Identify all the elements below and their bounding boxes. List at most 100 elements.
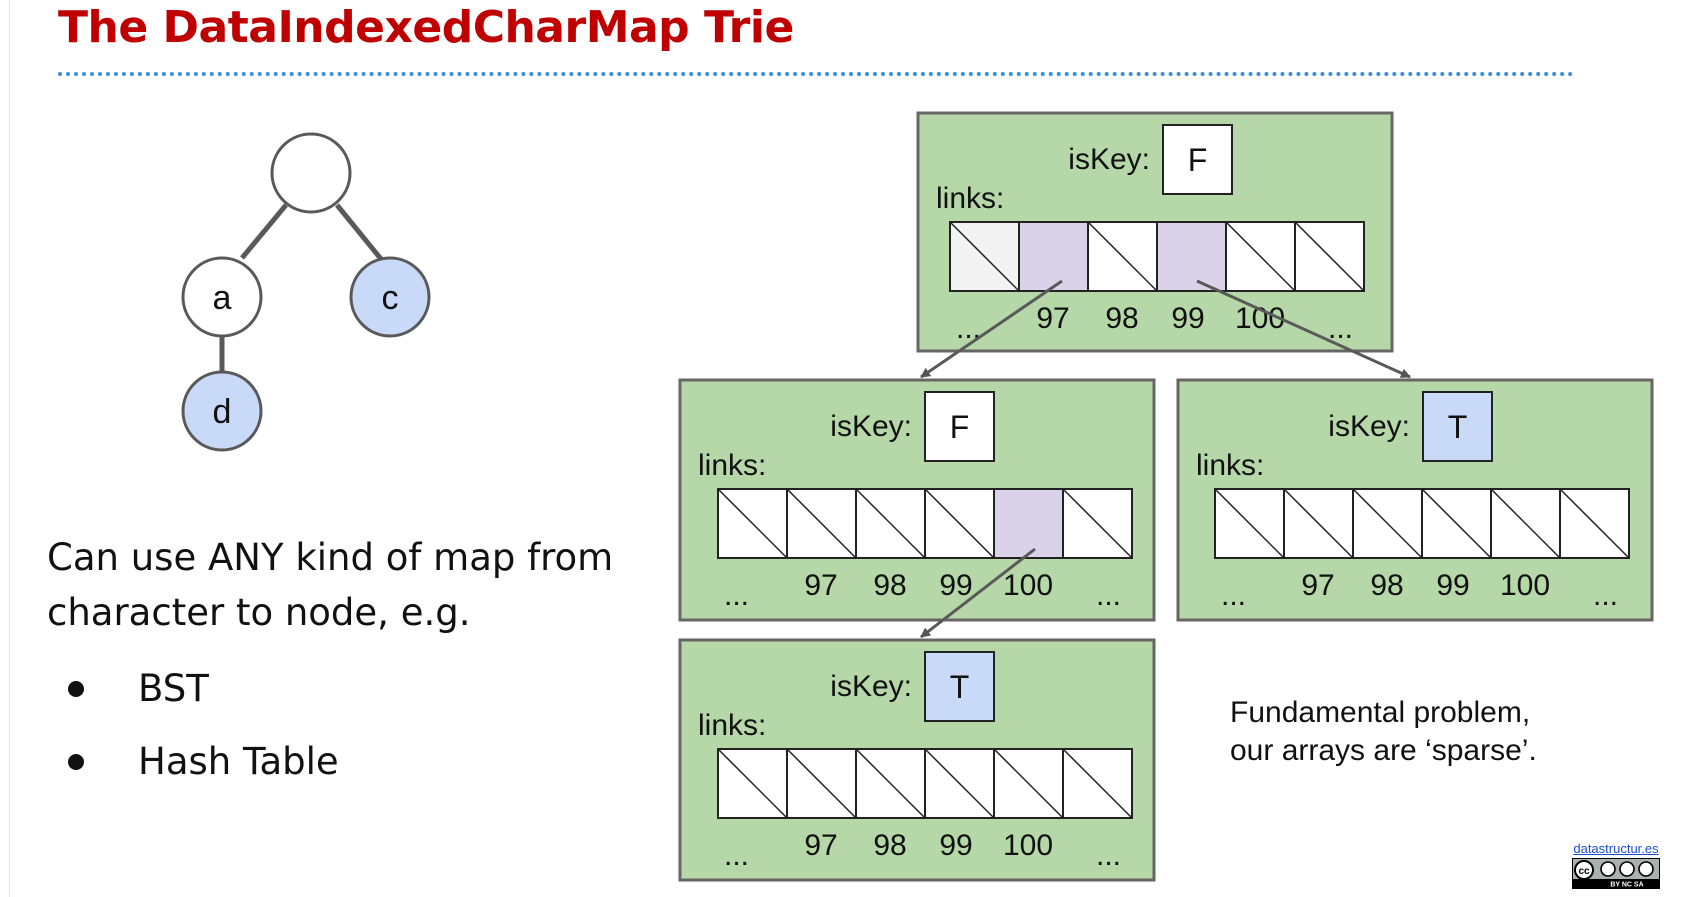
- link-index-label: 98: [1370, 569, 1403, 602]
- null-link-diagonal: [1283, 488, 1354, 559]
- null-link-diagonal: [949, 221, 1020, 292]
- null-link-diagonal: [717, 488, 788, 559]
- iskey-value: T: [1448, 409, 1468, 445]
- list-item: BST: [60, 652, 339, 725]
- caption-line-2: character to node, e.g.: [47, 591, 471, 634]
- slide-title: The DataIndexedCharMap Trie: [58, 2, 794, 53]
- link-index-label: ...: [1328, 312, 1353, 345]
- link-index-label: ...: [724, 579, 749, 612]
- null-link-diagonal: [924, 748, 995, 819]
- iskey-value-box: [924, 391, 995, 462]
- tree-node-c: [349, 256, 431, 338]
- bullet-dot: [68, 753, 84, 770]
- bullet-dot: [68, 680, 84, 697]
- tree-node-a: [181, 256, 263, 338]
- cc-license-icon: cc BY NC SA: [1572, 858, 1660, 889]
- svg-text:cc: cc: [1578, 866, 1590, 877]
- link-index-label: 100: [1500, 569, 1550, 602]
- credit-block: datastructur.es cc BY NC SA: [1572, 841, 1660, 889]
- bullet-text: BST: [138, 667, 209, 710]
- iskey-value: F: [950, 409, 970, 445]
- link-index-label: 98: [873, 569, 906, 602]
- map-options-list: BST Hash Table: [60, 652, 339, 798]
- tree-edge-root-c: [335, 203, 383, 261]
- null-link-diagonal: [1214, 488, 1285, 559]
- null-link-diagonal: [993, 748, 1064, 819]
- link-index-label: ...: [1593, 579, 1618, 612]
- tree-node-root: [270, 132, 352, 214]
- link-cell-set: [1156, 221, 1227, 292]
- iskey-label: isKey:: [1068, 143, 1150, 176]
- link-index-label: 100: [1003, 569, 1053, 602]
- null-link-diagonal: [855, 748, 926, 819]
- link-index-label: ...: [724, 839, 749, 872]
- link-arrows: [920, 279, 1411, 639]
- iskey-value: F: [1188, 142, 1208, 178]
- iskey-value-box: [1422, 391, 1493, 462]
- bullet-text: Hash Table: [138, 740, 339, 783]
- arrow-a-100-to-d: [920, 547, 1036, 639]
- cc-label: BY NC SA: [1610, 882, 1643, 889]
- null-link-diagonal: [1087, 221, 1158, 292]
- tree-node-c-label: c: [382, 279, 399, 317]
- link-index-label: 99: [1171, 302, 1204, 335]
- link-index-label: 99: [1436, 569, 1469, 602]
- link-cell-set: [993, 488, 1064, 559]
- arrow-top-97-to-a: [920, 279, 1063, 379]
- null-link-diagonal: [1062, 488, 1133, 559]
- link-index-label: ...: [1221, 579, 1246, 612]
- tree-edge-root-a: [240, 203, 288, 260]
- map-caption: Can use ANY kind of map from character t…: [47, 530, 613, 640]
- list-item: Hash Table: [60, 725, 339, 798]
- sparse-note: Fundamental problem, our arrays are ‘spa…: [1230, 694, 1537, 770]
- link-index-label: 97: [804, 829, 837, 862]
- link-cell-set: [1018, 221, 1089, 292]
- links-label: links:: [698, 449, 766, 482]
- iskey-label: isKey:: [830, 670, 912, 703]
- null-link-diagonal: [786, 748, 857, 819]
- credit-link[interactable]: datastructur.es: [1573, 841, 1659, 856]
- link-index-label: ...: [1096, 839, 1121, 872]
- slide-left-edge: [9, 0, 10, 897]
- link-index-label: 97: [1036, 302, 1069, 335]
- null-link-diagonal: [924, 488, 995, 559]
- null-link-diagonal: [786, 488, 857, 559]
- iskey-label: isKey:: [830, 410, 912, 443]
- tree-node-d-label: d: [213, 393, 232, 431]
- iskey-label: isKey:: [1328, 410, 1410, 443]
- tree-node-d: [181, 370, 263, 452]
- link-index-label: ...: [1096, 579, 1121, 612]
- link-index-label: 97: [804, 569, 837, 602]
- iskey-value: T: [950, 669, 970, 705]
- null-link-diagonal: [717, 748, 788, 819]
- iskey-value-box: [1162, 124, 1233, 195]
- null-link-diagonal: [1490, 488, 1561, 559]
- iskey-value-box: [924, 651, 995, 722]
- link-index-label: 98: [873, 829, 906, 862]
- null-link-diagonal: [1225, 221, 1296, 292]
- link-index-label: 98: [1105, 302, 1138, 335]
- arrow-top-99-to-c: [1196, 279, 1411, 379]
- note-line-1: Fundamental problem,: [1230, 696, 1531, 729]
- null-link-diagonal: [1421, 488, 1492, 559]
- null-link-diagonal: [1352, 488, 1423, 559]
- tree-node-a-label: a: [213, 279, 232, 317]
- links-label: links:: [698, 709, 766, 742]
- null-link-diagonal: [1559, 488, 1630, 559]
- link-index-label: 100: [1003, 829, 1053, 862]
- link-index-label: 99: [939, 829, 972, 862]
- links-label: links:: [1196, 449, 1264, 482]
- link-index-label: 97: [1301, 569, 1334, 602]
- links-label: links:: [936, 182, 1004, 215]
- null-link-diagonal: [1062, 748, 1133, 819]
- title-divider: [58, 72, 1574, 76]
- null-link-diagonal: [855, 488, 926, 559]
- note-line-2: our arrays are ‘sparse’.: [1230, 734, 1537, 767]
- abstract-trie: a c d: [181, 132, 431, 452]
- null-link-diagonal: [1294, 221, 1365, 292]
